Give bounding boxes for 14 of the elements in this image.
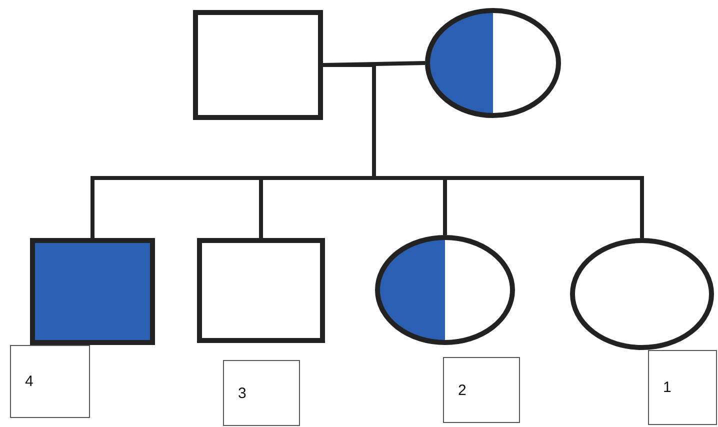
individual-number: 4	[25, 373, 34, 390]
unaffected-female-circle	[570, 238, 714, 350]
unaffected-male-square	[197, 238, 325, 343]
carrier-female-circle	[425, 8, 561, 118]
carrier-female-circle	[375, 235, 515, 345]
number-label-box	[648, 350, 717, 425]
individual-number: 2	[458, 382, 466, 398]
number-label-box	[223, 360, 300, 426]
unaffected-male-square	[193, 10, 323, 120]
individual-number: 1	[663, 379, 672, 396]
individual-number: 3	[238, 384, 246, 402]
affected-male-square	[30, 238, 155, 345]
number-label-box	[443, 357, 520, 423]
number-label-box	[10, 345, 90, 418]
